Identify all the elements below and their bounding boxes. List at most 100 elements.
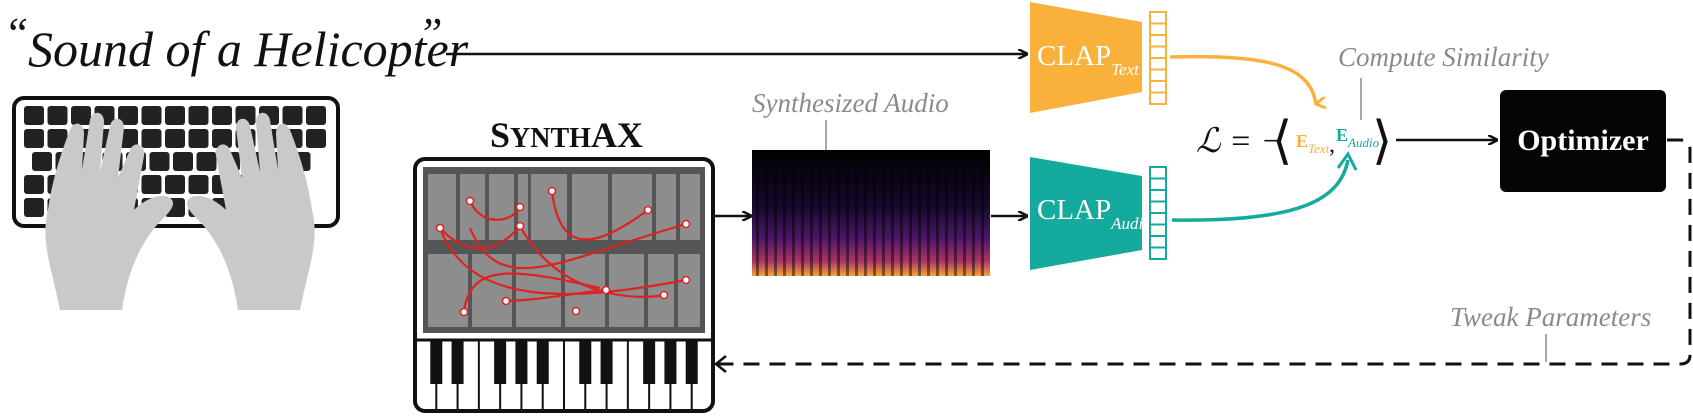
embedding-cell [1149, 189, 1167, 203]
piano-black-key [451, 340, 464, 384]
keyboard-key [141, 175, 162, 194]
embedding-cell [1149, 246, 1167, 260]
text-embedding-vector [1149, 11, 1167, 105]
feedback-dashed-loop [716, 138, 1692, 366]
synthax-title-tail: AX [591, 115, 643, 155]
text-embedding-to-similarity-arrow [1169, 54, 1316, 104]
patch-jack [459, 307, 469, 317]
keyboard-key [141, 106, 162, 125]
synth-module [572, 174, 608, 240]
patch-jack [681, 275, 691, 285]
patch-jack [501, 296, 511, 306]
keyboard-key [188, 106, 209, 125]
embedding-cell [1149, 223, 1167, 237]
tweak-parameters-label: Tweak Parameters [1450, 302, 1651, 332]
keyboard-key [196, 152, 217, 171]
patch-cable [550, 190, 649, 241]
keyboard-key [71, 106, 91, 125]
clap-text-label: CLAPText [1037, 40, 1140, 79]
e-audio-symbol: EAudio [1336, 125, 1380, 150]
keyboard-key [165, 129, 185, 148]
left-angle-bracket: ⟨ [1272, 113, 1292, 170]
piano-black-key [643, 340, 656, 384]
spectrogram-image [752, 150, 990, 276]
synth-module [678, 254, 700, 327]
patch-jack [643, 205, 653, 215]
audio-arrow-head [1336, 151, 1358, 171]
patch-cable [462, 272, 601, 313]
keyboard-key [188, 175, 209, 194]
piano-black-key [494, 340, 507, 384]
synth-module [489, 174, 514, 240]
keyboard-key [141, 129, 162, 148]
embedding-cell [1149, 57, 1167, 71]
piano-black-key [536, 340, 549, 384]
audio-embedding-to-similarity-arrow [1171, 159, 1350, 222]
patch-jack [465, 196, 475, 206]
prompt-quote: “ Sound of a Helicopter ” [4, 9, 469, 77]
piano-black-key [664, 340, 677, 384]
keyboard-key [306, 106, 326, 125]
keyboard-key [24, 175, 44, 194]
keyboard-key [165, 106, 185, 125]
synth-module [680, 174, 700, 240]
keyboard-key [24, 106, 44, 125]
keyboard-hands-icon [12, 96, 340, 310]
svg-text:SYNTHAX: SYNTHAX [490, 115, 643, 155]
feedback-arrow-head [713, 355, 727, 373]
patch-cable [438, 227, 687, 296]
embedding-cell [1149, 166, 1167, 180]
embedding-cell [1149, 22, 1167, 36]
optimizer-label: Optimizer [1517, 124, 1649, 157]
piano-black-key [515, 340, 528, 384]
keyboard-key [24, 198, 44, 217]
embedding-cell [1149, 45, 1167, 59]
keyboard-key [173, 152, 193, 171]
synthesized-audio-label: Synthesized Audio [752, 88, 949, 118]
open-quote: “ [4, 9, 28, 58]
synthax-title: SYNTHAX [490, 115, 643, 155]
patch-jack [659, 290, 669, 300]
patch-jack [571, 306, 581, 316]
patch-cable [468, 200, 521, 221]
compute-similarity-label: Compute Similarity [1338, 42, 1549, 72]
synthesizer-icon [413, 157, 715, 413]
synth-module [648, 254, 674, 327]
patch-jack [681, 219, 691, 229]
keyboard-key [306, 129, 326, 148]
optimizer-box: Optimizer [1500, 90, 1666, 192]
audio-embedding-vector [1149, 166, 1167, 260]
keyboard-key [212, 129, 232, 148]
keyboard-key [24, 129, 44, 148]
keyboard-key [212, 106, 232, 125]
embedding-cell [1149, 177, 1167, 191]
patch-jack [435, 223, 445, 233]
clap-text-encoder: CLAPText [1030, 2, 1142, 113]
synthax-title-small: YNTH [510, 123, 591, 154]
clap-audio-label: CLAPAudio [1037, 194, 1152, 233]
embedding-cell [1149, 68, 1167, 82]
embedding-cell [1149, 200, 1167, 214]
prompt-text: Sound of a Helicopter [28, 21, 469, 77]
keyboard-key [47, 129, 68, 148]
piano-black-key [600, 340, 613, 384]
embedding-cell [1149, 91, 1167, 105]
embedding-cell [1149, 235, 1167, 249]
e-text-symbol: EText [1296, 131, 1330, 156]
keyboard-key [149, 152, 170, 171]
patch-jack [547, 186, 557, 196]
loss-formula: ℒ = − ⟨ EText , EAudio ⟩ [1196, 113, 1392, 170]
synth-module [531, 174, 567, 240]
embedding-cell [1149, 212, 1167, 226]
loss-lhs: ℒ = − [1196, 123, 1283, 160]
synth-module [428, 254, 468, 327]
piano-black-key [579, 340, 592, 384]
keyboard-key [282, 106, 303, 125]
keyboard-key [47, 106, 68, 125]
patch-cable [439, 225, 521, 250]
piano-black-key [685, 340, 698, 384]
piano-black-key [430, 340, 443, 384]
patch-cable [505, 288, 607, 303]
close-quote: ” [418, 9, 442, 58]
